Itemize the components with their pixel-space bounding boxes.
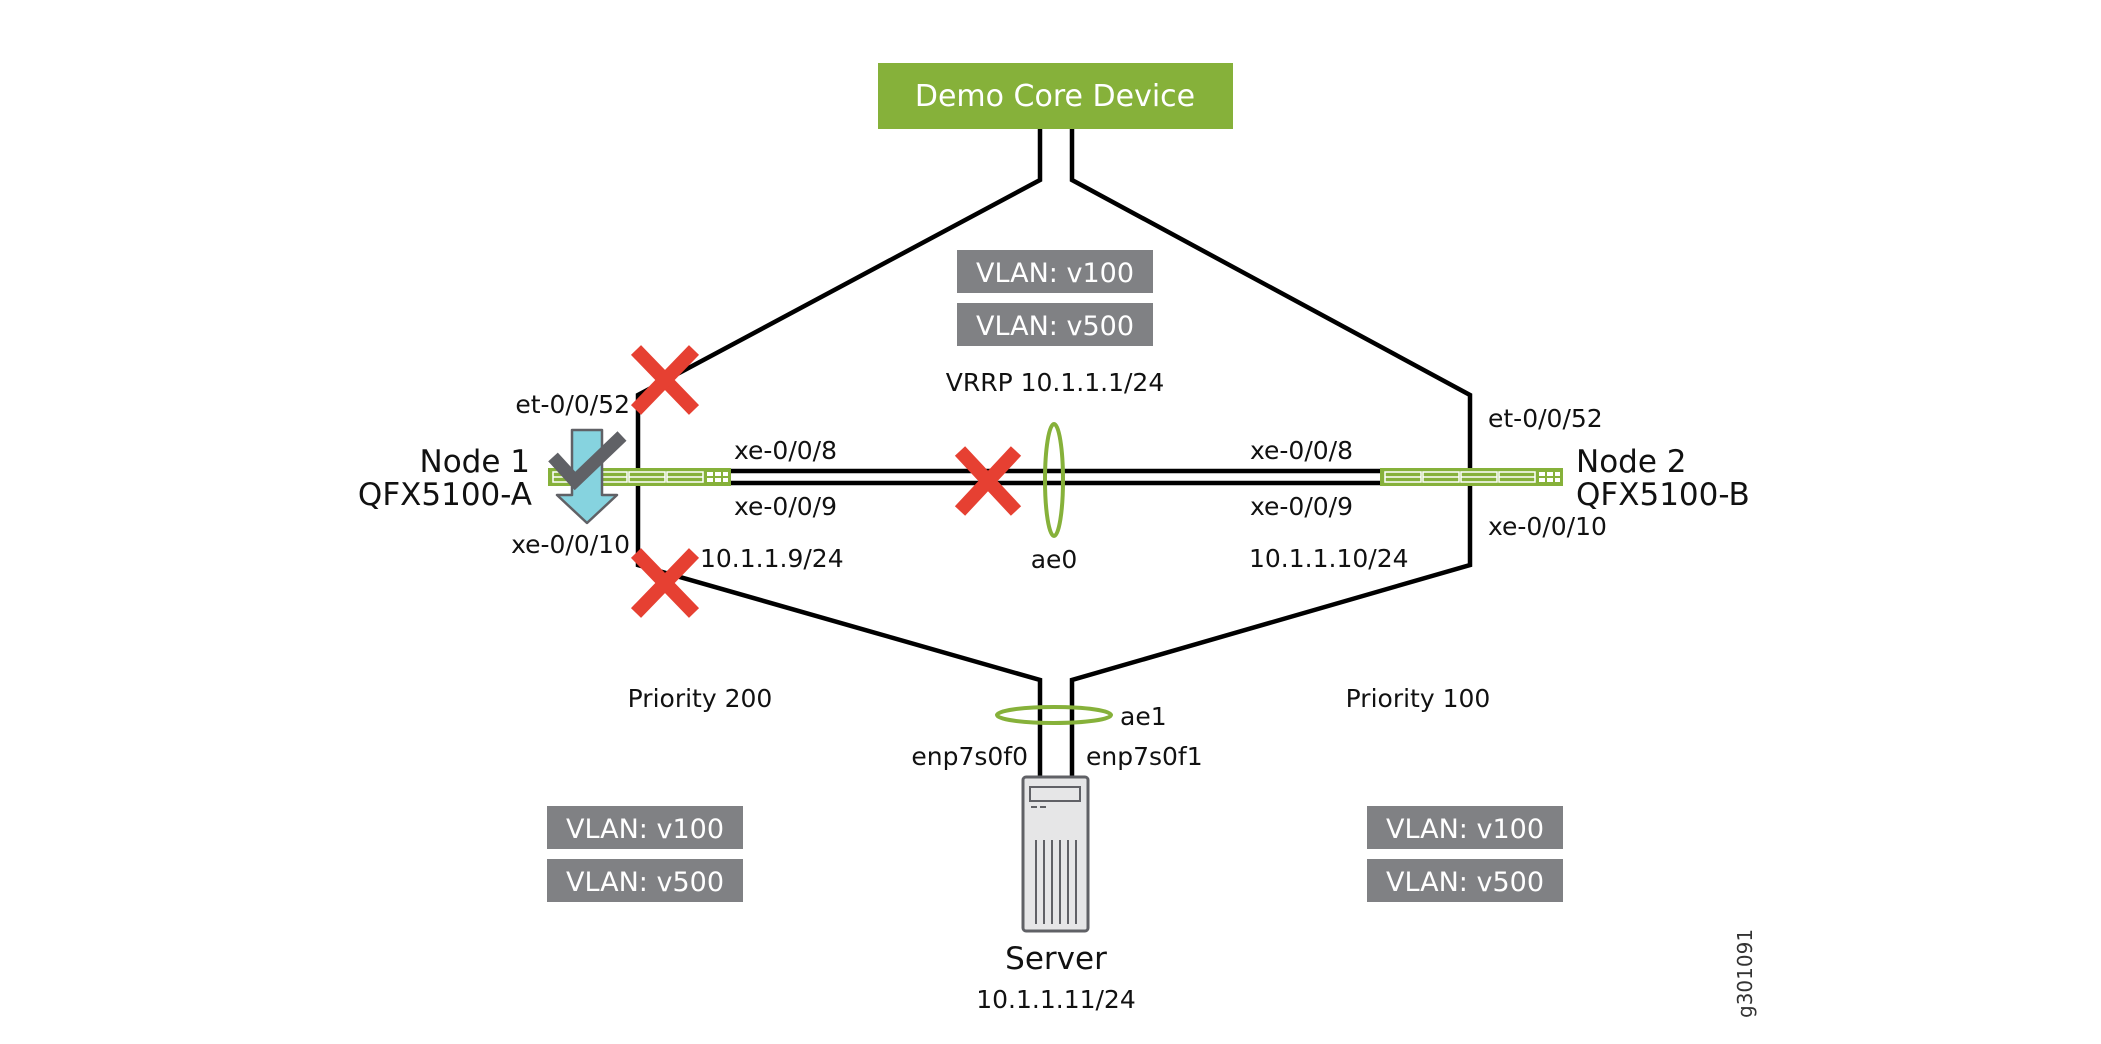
vlan-badge-label: VLAN: v500 bbox=[566, 867, 724, 898]
active-master-indicator bbox=[548, 428, 627, 525]
core-device-label: Demo Core Device bbox=[915, 79, 1195, 114]
node1-model: QFX5100-A bbox=[358, 477, 532, 513]
node2-ip: 10.1.1.10/24 bbox=[1249, 544, 1409, 573]
switch-mgmt-ports bbox=[707, 472, 728, 482]
node2-vlan-badges: VLAN: v100 VLAN: v500 bbox=[1367, 806, 1563, 902]
fail-x-icon bbox=[630, 345, 700, 415]
server-vents bbox=[1035, 840, 1077, 924]
node1-ae-port-bottom: xe-0/0/9 bbox=[734, 492, 837, 521]
core-vlan-badges: VLAN: v100 VLAN: v500 bbox=[957, 250, 1153, 346]
vlan-badge bbox=[547, 859, 743, 902]
node2-ae-port-bottom: xe-0/0/9 bbox=[1250, 492, 1353, 521]
vlan-badge bbox=[957, 250, 1153, 293]
node1-vlan-badges: VLAN: v100 VLAN: v500 bbox=[547, 806, 743, 902]
node1-ip: 10.1.1.9/24 bbox=[700, 544, 844, 573]
fail-x-icon bbox=[954, 446, 1022, 516]
vlan-badge bbox=[547, 806, 743, 849]
checkmark-icon bbox=[548, 431, 627, 491]
node2-downlink-port: xe-0/0/10 bbox=[1488, 512, 1607, 541]
node1-downlink-port: xe-0/0/10 bbox=[511, 530, 630, 559]
server-ip: 10.1.1.11/24 bbox=[976, 985, 1136, 1014]
vlan-badge-label: VLAN: v500 bbox=[976, 311, 1134, 342]
ae1-lag-ring bbox=[995, 705, 1113, 725]
vlan-badge-label: VLAN: v500 bbox=[1386, 867, 1544, 898]
node2-model: QFX5100-B bbox=[1576, 477, 1750, 513]
vlan-badge-label: VLAN: v100 bbox=[1386, 814, 1544, 845]
vlan-badge bbox=[957, 303, 1153, 346]
vlan-badge bbox=[1367, 859, 1563, 902]
node2-name: Node 2 bbox=[1576, 444, 1686, 480]
node1-name: Node 1 bbox=[420, 444, 530, 480]
figure-id: g301091 bbox=[1733, 929, 1757, 1018]
node1-priority: Priority 200 bbox=[628, 684, 773, 713]
vrrp-label: VRRP 10.1.1.1/24 bbox=[946, 368, 1164, 397]
fail-x-icon bbox=[630, 548, 700, 618]
server-nic-left: enp7s0f0 bbox=[911, 742, 1028, 771]
ae0-lag-ring bbox=[1043, 422, 1065, 538]
ae1-label: ae1 bbox=[1120, 702, 1167, 731]
node1-uplink-port: et-0/0/52 bbox=[515, 390, 630, 419]
vlan-badge bbox=[1367, 806, 1563, 849]
server-display bbox=[1029, 786, 1081, 802]
vlan-badge-label: VLAN: v100 bbox=[976, 258, 1134, 289]
ae0-label: ae0 bbox=[1031, 545, 1078, 574]
node1-ae-port-top: xe-0/0/8 bbox=[734, 436, 837, 465]
failure-markers bbox=[630, 345, 1022, 618]
server-name: Server bbox=[1005, 941, 1107, 977]
vlan-badge-label: VLAN: v100 bbox=[566, 814, 724, 845]
node2-priority: Priority 100 bbox=[1346, 684, 1491, 713]
core-device-box[interactable] bbox=[878, 63, 1233, 129]
server-chassis[interactable] bbox=[1021, 775, 1090, 933]
link-core-to-node1 bbox=[635, 129, 1043, 780]
switch-ports bbox=[1384, 471, 1536, 483]
server[interactable] bbox=[1021, 775, 1090, 933]
server-nic-right: enp7s0f1 bbox=[1086, 742, 1203, 771]
node2-uplink-port: et-0/0/52 bbox=[1488, 404, 1603, 433]
core-device[interactable]: Demo Core Device bbox=[878, 63, 1233, 129]
switch-mgmt-ports bbox=[1539, 472, 1560, 482]
node2-ae-port-top: xe-0/0/8 bbox=[1250, 436, 1353, 465]
node2-switch[interactable] bbox=[1380, 468, 1563, 486]
